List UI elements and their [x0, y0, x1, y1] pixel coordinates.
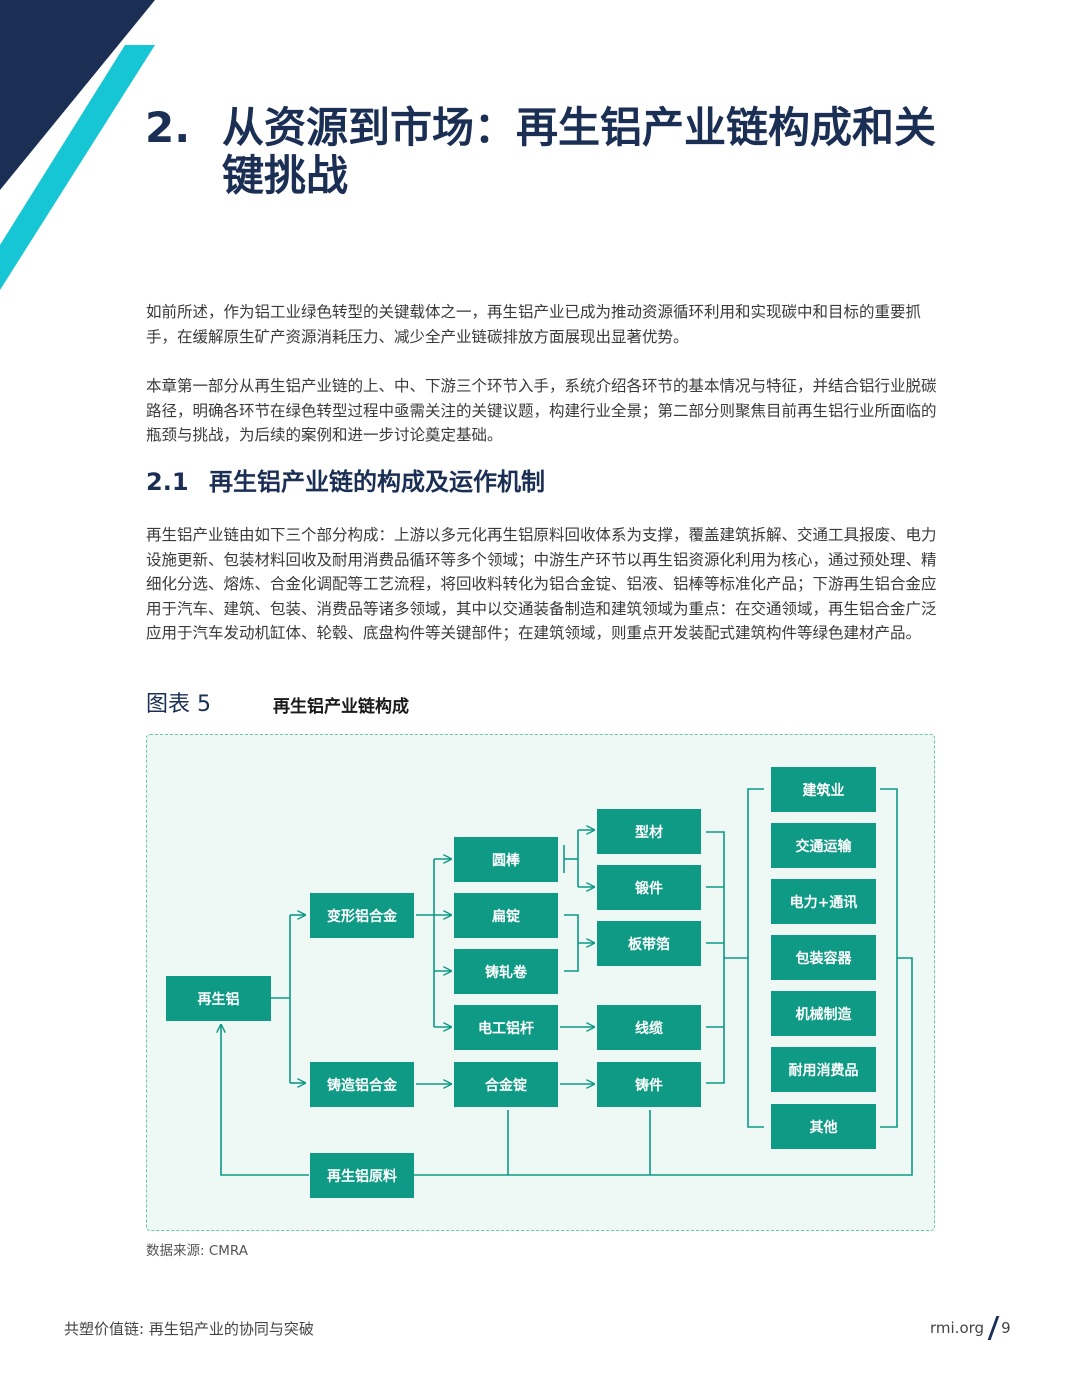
footer-site[interactable]: rmi.org [930, 1319, 985, 1337]
node-wire-cable: 线缆 [597, 1005, 701, 1050]
intro-paragraph-2: 本章第一部分从再生铝产业链的上、中、下游三个环节入手，系统介绍各环节的基本情况与… [146, 377, 937, 445]
node-recycled-aluminum: 再生铝 [166, 976, 271, 1021]
node-profile: 型材 [597, 809, 701, 854]
section-title: 再生铝产业链的构成及运作机制 [209, 468, 545, 496]
figure-source: 数据来源: CMRA [146, 1243, 248, 1259]
chapter-title: 从资源到市场：再生铝产业链构成和关键挑战 [222, 103, 937, 200]
chapter-number: 2. [145, 103, 191, 152]
node-power-telecom: 电力+通讯 [771, 879, 876, 924]
node-raw-material: 再生铝原料 [310, 1153, 414, 1198]
node-durable-goods: 耐用消费品 [771, 1047, 876, 1092]
node-alloy-ingot: 合金锭 [454, 1062, 558, 1107]
slash-divider-icon [987, 1316, 1000, 1340]
section-number: 2.1 [146, 468, 189, 496]
footer-page-info: rmi.org 9 [930, 1316, 1011, 1340]
intro-paragraph-1: 如前所述，作为铝工业绿色转型的关键载体之一，再生铝产业已成为推动资源循环利用和实… [146, 303, 922, 346]
node-machinery: 机械制造 [771, 991, 876, 1036]
node-transport: 交通运输 [771, 823, 876, 868]
node-construction: 建筑业 [771, 767, 876, 812]
section-heading: 2.1 再生铝产业链的构成及运作机制 [146, 465, 545, 499]
figure-title: 再生铝产业链构成 [273, 697, 409, 717]
node-forging: 锻件 [597, 865, 701, 910]
node-cast-alloy: 铸造铝合金 [310, 1062, 414, 1107]
page-number: 9 [1001, 1319, 1011, 1337]
section-paragraph: 再生铝产业链由如下三个部分构成：上游以多元化再生铝原料回收体系为支撑，覆盖建筑拆… [146, 526, 937, 643]
node-slab: 扁锭 [454, 893, 558, 938]
node-casting: 铸件 [597, 1062, 701, 1107]
node-round-bar: 圆棒 [454, 837, 558, 882]
node-electrical-rod: 电工铝杆 [454, 1005, 558, 1050]
figure-label: 图表 5 [146, 692, 211, 717]
node-wrought-alloy: 变形铝合金 [310, 893, 414, 938]
corner-decoration [0, 0, 155, 290]
node-cast-rolled-coil: 铸轧卷 [454, 949, 558, 994]
node-packaging: 包装容器 [771, 935, 876, 980]
footer-report-title: 共塑价值链: 再生铝产业的协同与突破 [64, 1320, 314, 1338]
node-sheet-strip-foil: 板带箔 [597, 921, 701, 966]
node-other: 其他 [771, 1104, 876, 1149]
